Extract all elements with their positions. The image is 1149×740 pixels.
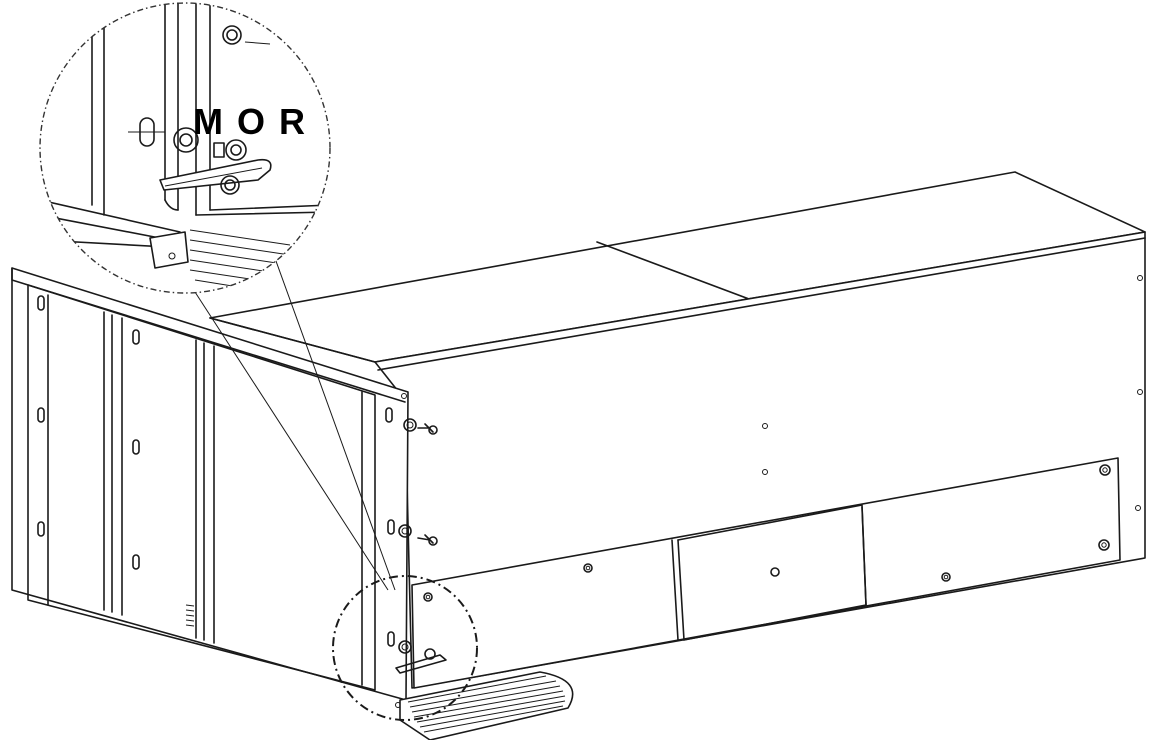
hole-right-3 <box>1135 505 1141 511</box>
stile-hatch <box>185 604 195 627</box>
hex-key-lower <box>395 654 447 674</box>
detail-circle-small <box>332 575 478 721</box>
frame-corner-hole <box>401 393 407 399</box>
lower-panels <box>411 457 1121 689</box>
frame-bolt <box>398 418 438 654</box>
frame-top-bar <box>11 267 406 403</box>
hole-right-1 <box>1137 275 1143 281</box>
top-seam-2 <box>209 317 376 363</box>
lower-panel-strip <box>411 457 1121 689</box>
detail-magnified: M O R <box>39 2 331 294</box>
base-foot <box>399 671 574 740</box>
panel-bolt <box>423 464 1111 602</box>
top-seam-1 <box>596 241 766 306</box>
detail-content <box>40 3 330 293</box>
panel-divider-1 <box>671 539 679 641</box>
middle-panel <box>677 504 867 641</box>
detail-circle-bg <box>40 3 330 293</box>
hole-center-1 <box>762 423 768 429</box>
panel-divider-2 <box>677 539 685 641</box>
hole-right-2 <box>1137 389 1143 395</box>
callout-label: M O R <box>193 101 307 142</box>
callout-leaders <box>194 249 396 591</box>
foot-hatch <box>407 675 566 733</box>
detail-circle-border <box>39 2 331 294</box>
front-frame <box>11 267 447 708</box>
top-edge <box>377 237 1146 371</box>
frame-slot <box>37 295 395 647</box>
lower-bolt-head <box>424 648 436 660</box>
hole-center-2 <box>762 469 768 475</box>
frame-inner <box>27 284 376 691</box>
